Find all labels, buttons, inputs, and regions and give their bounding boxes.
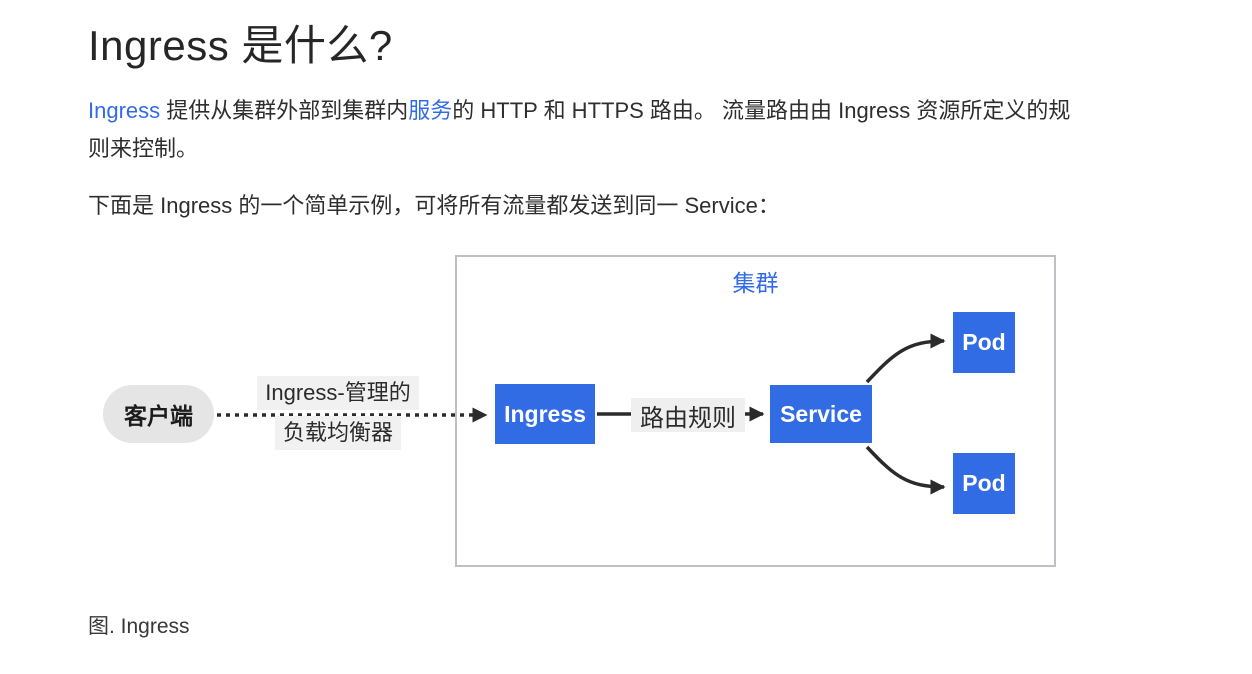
routing-rule-label: 路由规则 [631, 398, 745, 432]
service-link[interactable]: 服务 [408, 98, 453, 123]
intro-paragraph: Ingress 提供从集群外部到集群内服务的 HTTP 和 HTTPS 路由。 … [88, 92, 1073, 168]
ingress-link[interactable]: Ingress [88, 98, 161, 123]
example-intro-paragraph: 下面是 Ingress 的一个简单示例，可将所有流量都发送到同一 Service… [88, 193, 780, 218]
service-to-pod-top-arrow [865, 333, 946, 384]
service-node: Service [770, 385, 872, 443]
intro-text-2: 的 HTTP 和 HTTPS 路由。 流量路由由 Ingress 资源所定义的规… [88, 98, 1071, 161]
pod-node-top: Pod [953, 312, 1015, 373]
page-title: Ingress 是什么? [88, 22, 393, 69]
load-balancer-label: Ingress-管理的 负载均衡器 [244, 376, 432, 450]
service-to-pod-bottom-arrow [865, 445, 946, 495]
ingress-node: Ingress [495, 384, 595, 444]
lb-label-line1: Ingress-管理的 [257, 376, 419, 410]
cluster-label: 集群 [732, 270, 779, 296]
client-node: 客户端 [103, 385, 214, 443]
figure-caption: 图. Ingress [88, 615, 190, 638]
pod-node-bottom: Pod [953, 453, 1015, 514]
lb-label-line2: 负载均衡器 [274, 416, 401, 450]
intro-text-1: 提供从集群外部到集群内 [160, 98, 409, 123]
